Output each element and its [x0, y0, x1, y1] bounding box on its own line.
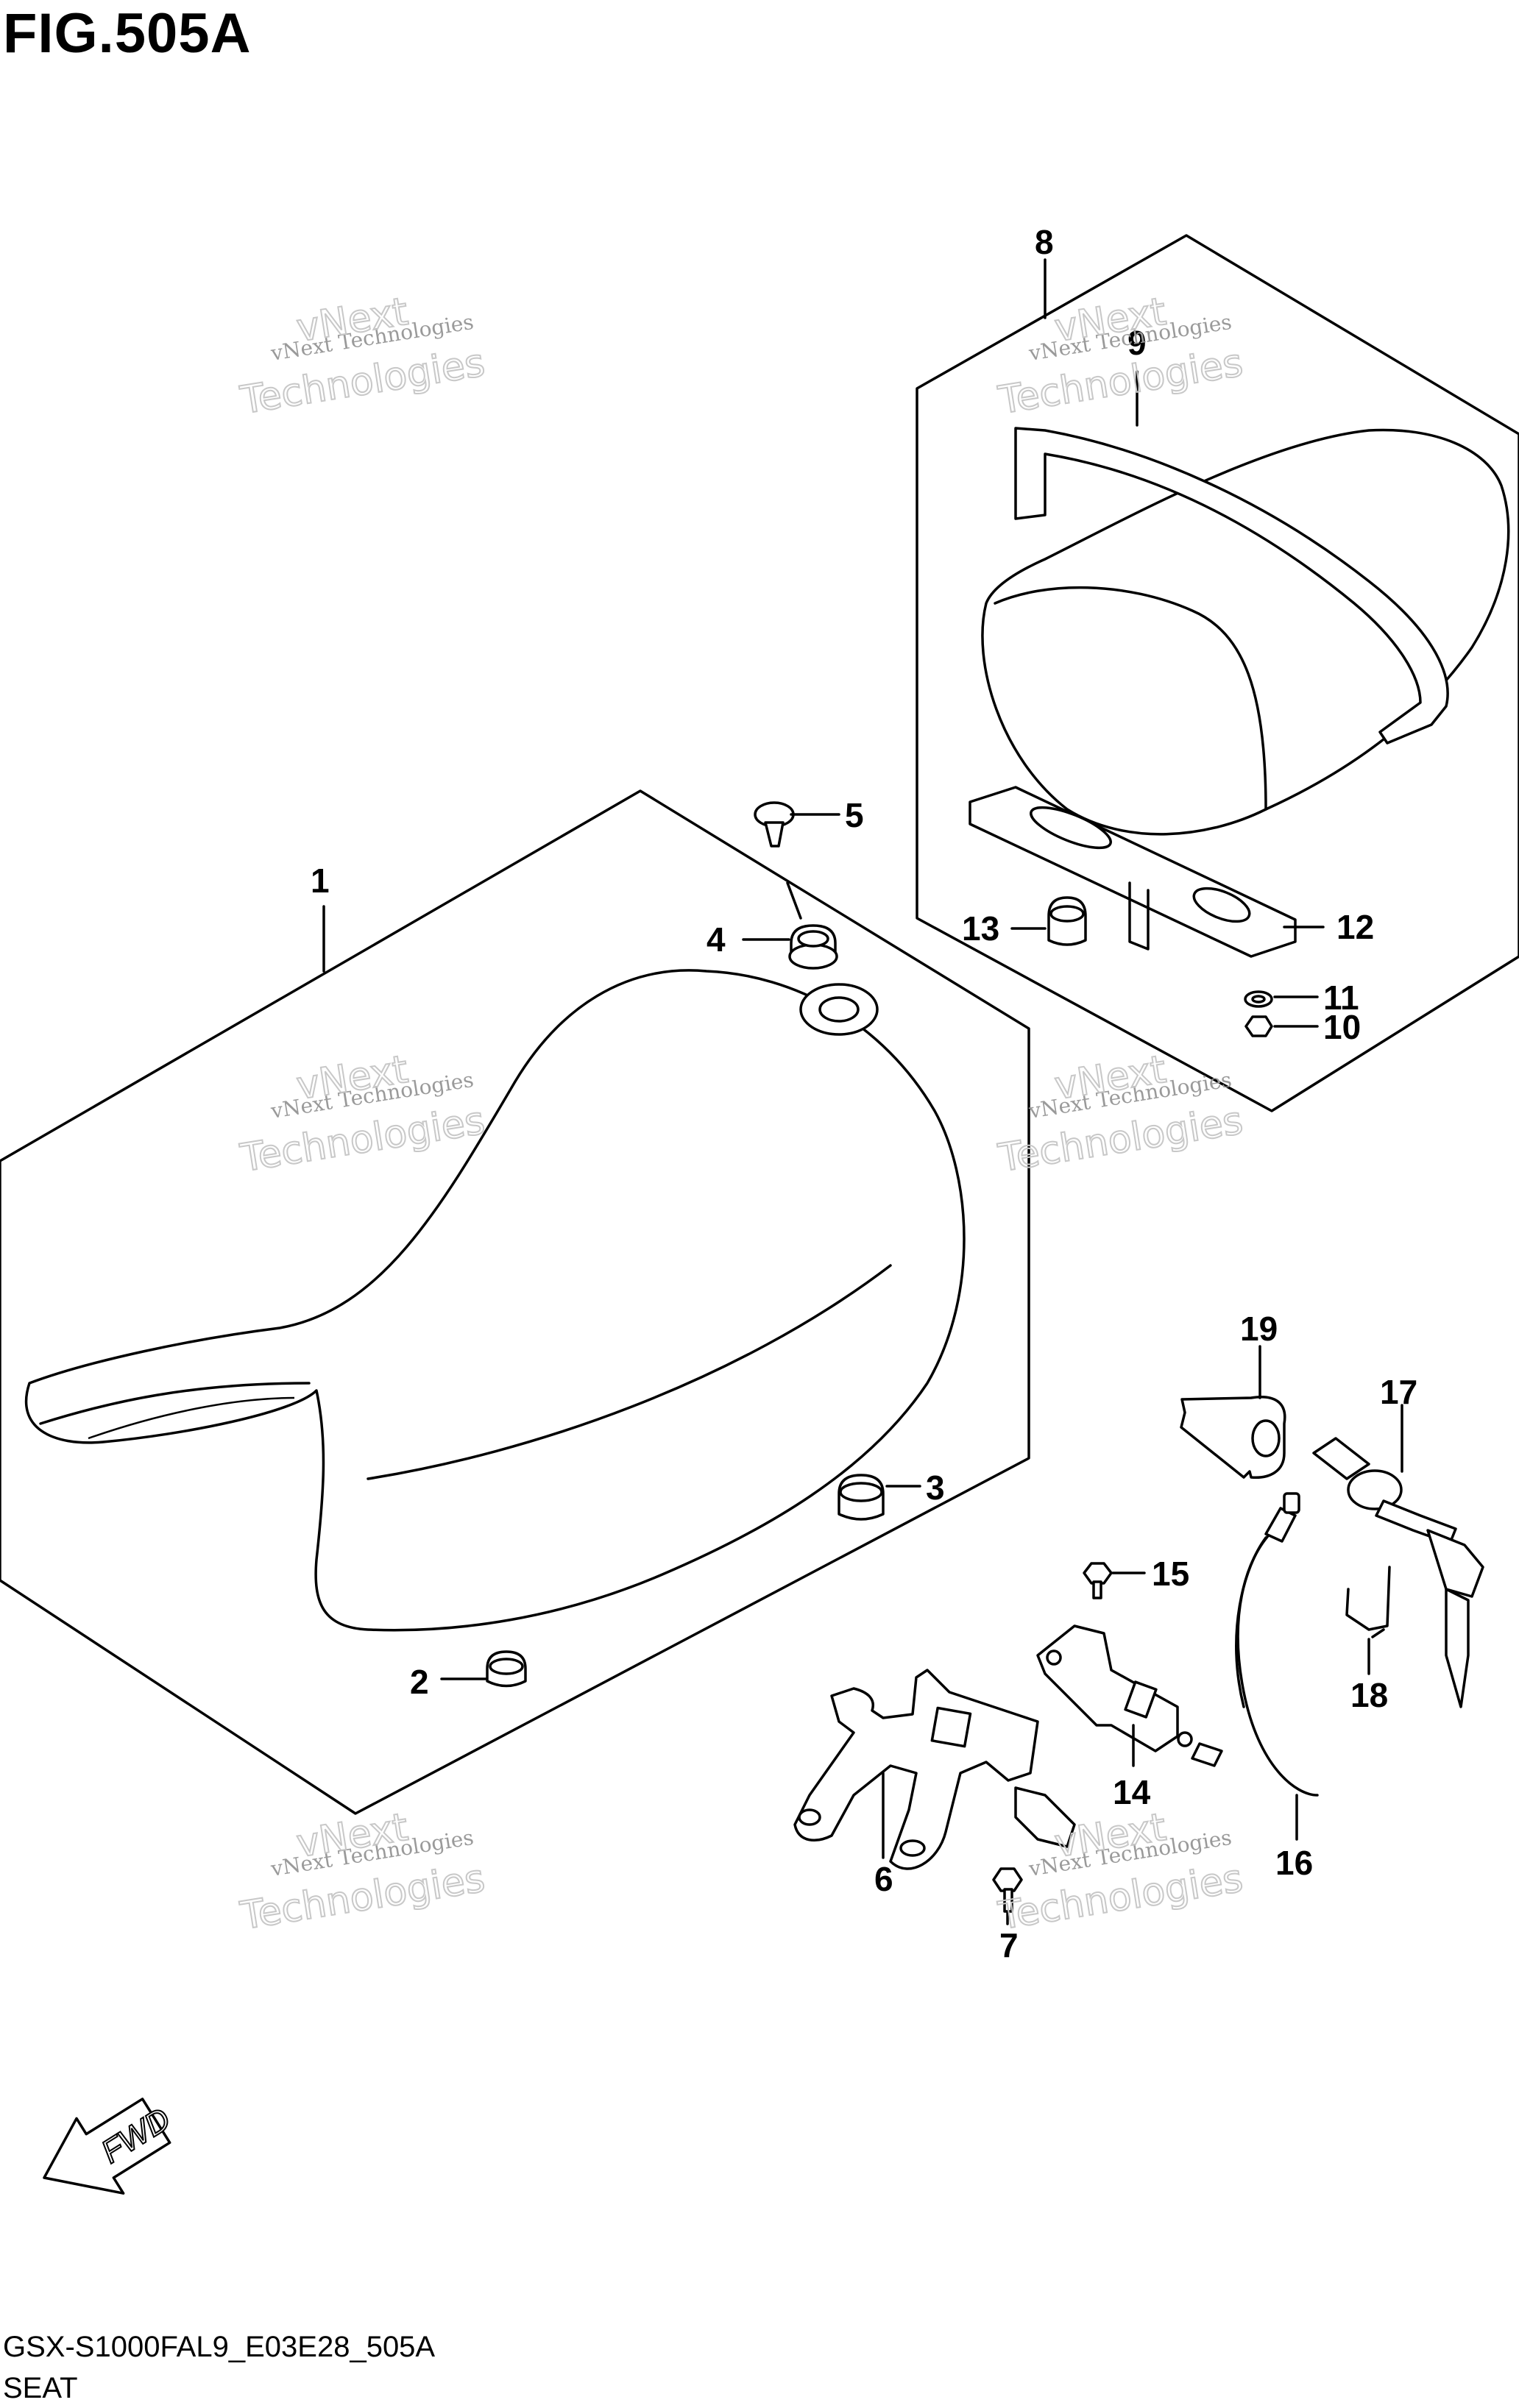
callout-11: 11	[1323, 979, 1359, 1017]
callout-13: 13	[962, 909, 999, 948]
rear-seat-group	[916, 234, 1519, 1112]
figure-title: FIG.505A	[3, 2, 252, 65]
callout-1: 1	[311, 862, 330, 900]
callout-19: 19	[1240, 1310, 1278, 1348]
section-name: SEAT	[3, 2372, 78, 2404]
front-seat-group	[0, 789, 1030, 1815]
callout-6: 6	[874, 1860, 893, 1898]
part-2-cushion	[440, 1650, 527, 1688]
callout-8: 8	[1035, 223, 1054, 261]
callout-10: 10	[1323, 1008, 1361, 1046]
part-6-bracket	[793, 1669, 1076, 1870]
rear-seat	[981, 428, 1510, 836]
callout-15: 15	[1152, 1555, 1189, 1593]
rear-seat-frame	[916, 234, 1519, 1112]
callout-14: 14	[1113, 1773, 1151, 1811]
part-14-seat-lock	[1036, 1624, 1179, 1767]
part-19-bracket	[1180, 1345, 1286, 1479]
callout-18: 18	[1350, 1676, 1388, 1714]
callout-5: 5	[845, 796, 864, 834]
callout-7: 7	[999, 1926, 1019, 1964]
model-code: GSX-S1000FAL9_E03E28_505A	[3, 2331, 436, 2363]
callout-4: 4	[707, 920, 726, 959]
callout-9: 9	[1127, 324, 1147, 362]
front-seat	[24, 969, 966, 1632]
part-3-cushion	[838, 1474, 921, 1521]
part-4-grommet	[742, 924, 838, 970]
callout-2: 2	[410, 1663, 429, 1701]
callout-16: 16	[1275, 1844, 1313, 1882]
part-16-cable	[1177, 1492, 1319, 1841]
callout-17: 17	[1380, 1373, 1417, 1411]
fwd-arrow-icon: FWD	[43, 2098, 177, 2195]
part-17-lock-set	[1312, 1404, 1484, 1708]
part-7-bolt	[992, 1867, 1023, 1925]
callout-12: 12	[1336, 908, 1374, 946]
part-15-bolt	[1083, 1562, 1146, 1599]
front-seat-frame	[0, 789, 1030, 1815]
callout-3: 3	[926, 1468, 945, 1507]
part-5-clip	[754, 801, 840, 920]
callouts: 1 2 3 4 5 6 7 8 9 10 11 12 13 14 15 16 1…	[311, 223, 1417, 1964]
part-18-clip	[1345, 1566, 1391, 1675]
seat-strap	[1014, 427, 1449, 745]
